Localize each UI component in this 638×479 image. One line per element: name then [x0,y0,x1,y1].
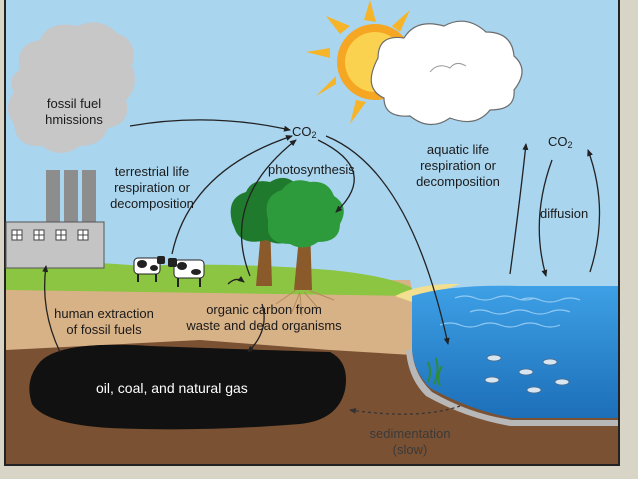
terrestrial-label: terrestrial life respiration or decompos… [102,164,202,212]
seaweed-icon [427,357,443,387]
arrow-decomposition-to-co2 [240,139,297,277]
label-line: terrestrial life [114,164,190,179]
label-text: CO [292,124,312,139]
diffusion-label: diffusion [540,206,589,221]
arrow-emissions-to-co2 [129,119,291,132]
label-line: sedimentation [369,426,451,441]
smoke-cloud [8,22,135,153]
arrow-to-organic [227,276,245,285]
arrow-diffusion-down [538,159,553,277]
arrow-aquatic-to-co2 [509,143,529,275]
arrow-terrestrial-to-co2 [171,135,293,255]
label-text: CO [548,134,568,149]
label-line: (slow) [392,442,428,457]
fossil-fuel-reservoir [29,344,346,430]
seabed-edge [406,350,618,426]
cow-icon [133,256,165,282]
arrow-sedimentation [349,405,461,415]
label-line: respiration or [420,158,496,173]
ocean-waves [439,295,581,328]
co2-right-label: CO2 [548,134,573,153]
flow-arrows [42,119,601,353]
label-line: decomposition [416,174,500,189]
arrow-diffusion-up [587,149,601,273]
arrow-organic-to-oil [247,303,265,353]
fossil-reservoir-label: oil, coal, and natural gas [96,380,248,396]
label-line: human extraction [54,306,154,321]
label-subscript: 2 [311,130,317,140]
fossil-fuel-emissions-label: fossil fuel hmissions [34,96,114,128]
label-line: of fossil fuels [66,322,142,337]
cloud-detail [429,62,467,73]
photosynthesis-label: photosynthesis [268,162,355,177]
organic-carbon-label: organic carbon from waste and dead organ… [172,302,356,334]
arrow-co2-to-ocean [325,135,450,345]
factory-icon [5,170,105,269]
cloud-icon [370,20,523,126]
fish-icon [484,354,570,394]
tree-icon [230,177,344,317]
label-line: organic carbon from [206,302,322,317]
label-line: respiration or [114,180,190,195]
label-line: waste and dead organisms [186,318,342,333]
arrow-photosynthesis [317,139,355,213]
label-line: decomposition [110,196,194,211]
sedimentation-label: sedimentation (slow) [362,426,458,458]
label-line: fossil fuel [46,96,102,111]
cow-icon [168,258,205,287]
co2-top-label: CO2 [292,124,317,143]
aquatic-label: aquatic life respiration or decompositio… [406,142,510,190]
arrow-extraction [42,265,61,353]
label-subscript: 2 [567,140,573,150]
ocean [412,285,618,418]
label-line: hmissions [45,112,103,127]
human-extraction-label: human extraction of fossil fuels [46,306,162,338]
label-line: aquatic life [426,142,490,157]
